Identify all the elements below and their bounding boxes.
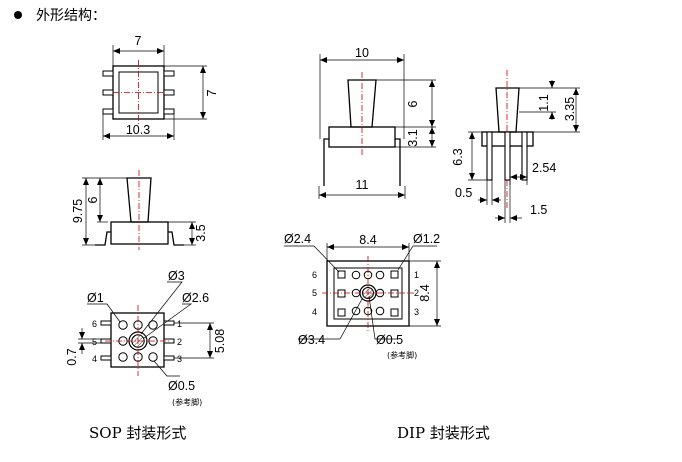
sop-top-width-label: 7 [135,34,142,48]
dip-end-row-label: 1.5 [530,203,547,217]
dip-end-leadlen-label: 6.3 [451,148,465,165]
dip-end-view [468,70,580,223]
dip-bottom-d24-label: Ø2.4 [284,232,311,246]
dip-end-leadw-label: 0.5 [455,186,472,200]
dip-end-top-label: 3.35 [563,97,577,121]
dip-pin-label: 4 [312,307,317,317]
dip-bottom-height-label: 8.4 [418,284,432,301]
header: 外形结构： [14,4,106,26]
dip-end-pitch-label: 2.54 [532,161,556,175]
dip-bottom-ref-note: (参考脚) [387,350,417,360]
dip-bottom-d05-label: Ø0.5 [376,333,403,347]
dip-pin-label: 2 [414,288,419,298]
dip-side-port-label: 6 [406,100,420,107]
sop-bottom-view [78,281,214,377]
sop-pin-label: 2 [177,337,182,347]
sop-bottom-d3-label: Ø3 [168,269,185,283]
dip-side-width-label: 10 [355,46,369,60]
bullet-dot-icon [14,11,22,19]
sop-bottom-span-label: 5.08 [213,329,227,353]
sop-top-view [102,45,207,140]
sop-bottom-d26-label: Ø2.6 [182,291,209,305]
dip-bottom-d34-label: Ø3.4 [298,333,325,347]
sop-pin-label: 3 [177,354,182,364]
page-title: 外形结构： [36,8,106,24]
sop-pin-label: 5 [92,337,97,347]
dip-pin-label: 1 [414,270,419,280]
sop-side-body-label: 3.5 [194,224,208,241]
sop-side-port-label: 6 [86,196,100,203]
sop-bottom-pitch-label: 0.7 [65,348,79,365]
dip-pin-label: 5 [312,288,317,298]
dip-end-tip-label: 1.1 [537,94,551,111]
sop-top-height-label: 7 [205,89,219,96]
sop-top-span-label: 10.3 [126,123,150,137]
dip-bottom-width-label: 8.4 [359,233,376,247]
sop-side-view [82,170,196,250]
sop-pin-label: 1 [177,319,182,329]
dip-caption: DIP 封装形式 [397,424,490,442]
sop-side-total-label: 9.75 [71,199,85,223]
dip-pin-label: 6 [312,270,317,280]
dip-bottom-view [284,243,441,340]
sop-bottom-ref-note: (参考脚) [172,397,202,407]
sop-bottom-d1-label: Ø1 [87,291,104,305]
dip-bottom-d12-label: Ø1.2 [413,232,440,246]
dip-side-view [318,54,436,199]
sop-bottom-d05-label: Ø0.5 [168,379,195,393]
sop-pin-label: 6 [92,319,97,329]
dip-side-body-label: 3.1 [406,129,420,146]
sop-caption: SOP 封装形式 [89,424,187,442]
sop-pin-label: 4 [92,354,97,364]
dip-side-span-label: 11 [356,178,369,192]
dip-pin-label: 3 [414,307,419,317]
